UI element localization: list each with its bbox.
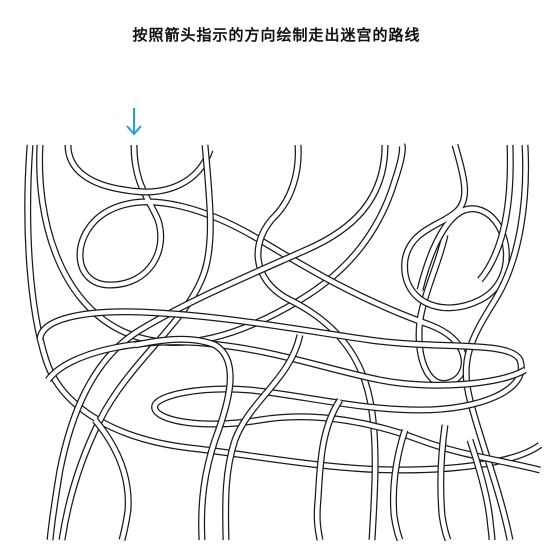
maze-path[interactable]	[463, 144, 528, 541]
maze-path[interactable]	[391, 429, 408, 541]
maze-path[interactable]	[314, 398, 342, 541]
maze-path[interactable]	[46, 339, 527, 388]
maze-path[interactable]	[65, 144, 213, 195]
down-arrow-icon	[126, 108, 142, 136]
maze-paths[interactable]	[24, 143, 543, 542]
maze-path[interactable]	[438, 424, 451, 541]
maze-path[interactable]	[134, 336, 233, 541]
maze-path[interactable]	[402, 144, 509, 311]
maze-path[interactable]	[223, 334, 303, 541]
maze-path[interactable]	[93, 418, 131, 541]
maze-path[interactable]	[467, 439, 495, 541]
maze-path[interactable]	[37, 309, 541, 473]
puzzle-instruction: 按照箭头指示的方向绘制走出迷宫的路线	[132, 26, 421, 44]
maze-path[interactable]	[255, 144, 378, 541]
maze-path[interactable]	[25, 144, 542, 473]
maze-path[interactable]	[47, 144, 388, 541]
maze-path[interactable]	[478, 144, 513, 282]
maze-path-outline	[92, 417, 132, 541]
